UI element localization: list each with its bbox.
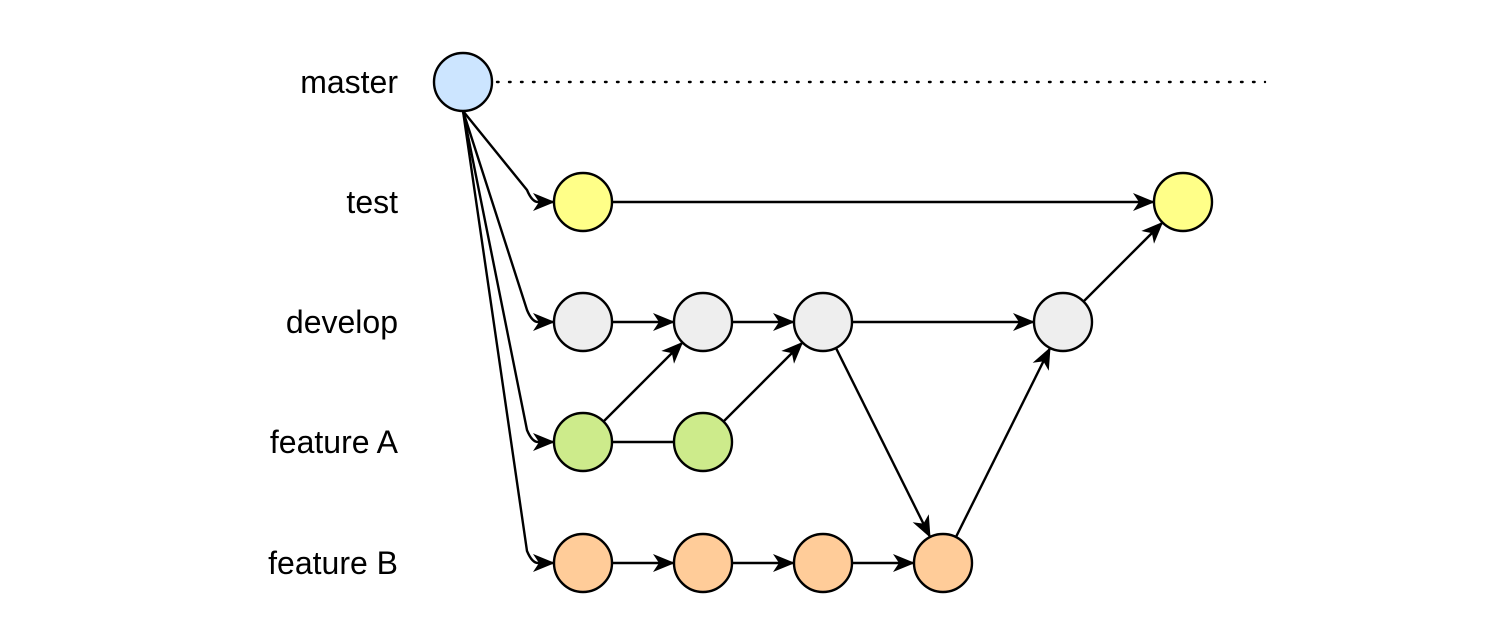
edge-d3-to-b4 xyxy=(834,347,932,538)
edge-m1-to-d1 xyxy=(461,110,555,331)
commit-node-d1 xyxy=(552,291,614,353)
edge-a1-to-d2 xyxy=(602,341,684,423)
lane-label-test: test xyxy=(346,184,398,220)
edge-m1-to-t1 xyxy=(462,110,555,211)
commit-node-t2 xyxy=(1152,171,1214,233)
commit-node-d2 xyxy=(672,291,734,353)
commit-node-t1 xyxy=(552,171,614,233)
commit-node-d3 xyxy=(792,291,854,353)
edge-b4-to-d4 xyxy=(954,347,1052,538)
commit-node-b2 xyxy=(672,532,734,594)
commit-node-a2 xyxy=(672,411,734,473)
edge-d4-to-t2 xyxy=(1082,221,1164,303)
commit-node-m1 xyxy=(432,51,494,113)
edge-a2-to-d3 xyxy=(722,341,804,423)
commit-node-b4 xyxy=(912,532,974,594)
edges xyxy=(461,110,1164,572)
lane-label-develop: develop xyxy=(286,304,398,340)
lane-labels: master test develop feature A feature B xyxy=(268,64,399,581)
edge-m1-to-b1 xyxy=(461,110,555,572)
edge-m1-to-a1 xyxy=(461,110,555,451)
lane-label-feature-b: feature B xyxy=(268,545,398,581)
commit-node-d4 xyxy=(1032,291,1094,353)
commit-node-b1 xyxy=(552,532,614,594)
lane-label-master: master xyxy=(300,64,398,100)
commits xyxy=(432,51,1214,594)
commit-node-b3 xyxy=(792,532,854,594)
lane-label-feature-a: feature A xyxy=(270,424,399,460)
commit-node-a1 xyxy=(552,411,614,473)
